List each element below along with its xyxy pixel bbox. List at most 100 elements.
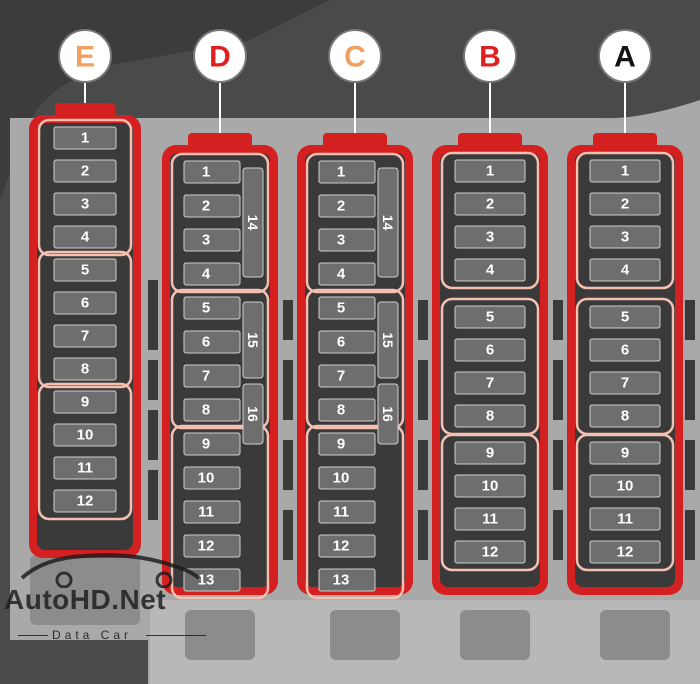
fuse-slot — [589, 338, 661, 362]
fuse-label: 1 — [486, 163, 494, 180]
fuse-label: 9 — [337, 436, 345, 453]
fuse-label: 6 — [337, 334, 345, 351]
fuse-slot — [318, 568, 376, 592]
fuse-label: 5 — [621, 309, 629, 326]
watermark-title: AutoHD.Net — [4, 584, 167, 615]
side-fuse-slot — [377, 383, 399, 445]
callout-letter: E — [75, 41, 95, 74]
fuse-label: 10 — [333, 470, 350, 487]
fuse-slot — [318, 364, 376, 388]
fuse-slot — [318, 160, 376, 184]
panel-slot — [283, 300, 293, 340]
fuse-columns: E123456789101112D12345678910111213141516… — [29, 29, 683, 600]
panel-slot — [148, 410, 158, 460]
fuse-label: 3 — [486, 229, 494, 246]
fuse-label: 12 — [617, 544, 634, 561]
fuse-label: 12 — [482, 544, 499, 561]
fuse-group-outline — [170, 152, 270, 294]
callout-badge — [58, 29, 112, 83]
fuse-slot — [454, 507, 526, 531]
fuse-slot — [183, 432, 241, 456]
fuse-slot — [454, 225, 526, 249]
fuse-slot — [454, 441, 526, 465]
fuse-label: 7 — [202, 368, 210, 385]
fuse-slot — [454, 192, 526, 216]
callout-badge — [598, 29, 652, 83]
fuse-slot — [183, 398, 241, 422]
fuse-slot — [454, 404, 526, 428]
fuse-group-outline — [440, 151, 540, 290]
callout-letter: B — [479, 41, 501, 74]
panel-slot — [418, 360, 428, 420]
side-fuse-label: 15 — [245, 332, 261, 348]
callout-badge — [193, 29, 247, 83]
side-fuse-slot — [242, 301, 264, 379]
side-fuse-label: 16 — [380, 406, 396, 422]
fuse-label: 4 — [486, 262, 495, 279]
panel-slot — [283, 440, 293, 490]
fuse-slot — [183, 262, 241, 286]
fuse-slot — [454, 305, 526, 329]
fuse-label: 12 — [333, 538, 350, 555]
fuse-label: 7 — [81, 328, 89, 345]
panel-slot — [283, 510, 293, 560]
panel-slot — [553, 360, 563, 420]
fuse-slot — [183, 296, 241, 320]
fuse-label: 2 — [486, 196, 494, 213]
side-fuse-label: 16 — [245, 406, 261, 422]
fuse-label: 4 — [202, 266, 211, 283]
fuse-slot — [183, 466, 241, 490]
fuse-slot — [589, 404, 661, 428]
fuse-label: 3 — [202, 232, 210, 249]
fuse-slot — [318, 398, 376, 422]
panel-slot — [148, 280, 158, 350]
callout-letter: C — [344, 41, 366, 74]
fuse-slot — [53, 192, 117, 216]
fuse-slot — [53, 225, 117, 249]
panel-bracket — [30, 555, 140, 625]
fuse-slot — [183, 330, 241, 354]
panel-slot — [418, 510, 428, 560]
fuse-label: 13 — [198, 572, 215, 589]
fuse-slot — [53, 456, 117, 480]
fuse-slot — [318, 500, 376, 524]
panel-slot — [553, 440, 563, 490]
fuse-slot — [589, 305, 661, 329]
fuse-slot — [589, 159, 661, 183]
fuse-label: 6 — [621, 342, 629, 359]
side-fuse-slot — [242, 383, 264, 445]
fuse-slot — [589, 441, 661, 465]
fuse-slot — [53, 159, 117, 183]
fuse-group-outline — [37, 382, 133, 521]
fuse-group-outline — [440, 433, 540, 572]
fuse-slot — [53, 489, 117, 513]
fuse-label: 11 — [617, 511, 633, 528]
fuse-slot — [53, 357, 117, 381]
fuse-slot — [53, 258, 117, 282]
fuse-group-outline — [575, 151, 675, 290]
fuse-slot — [454, 540, 526, 564]
fuse-label: 11 — [333, 504, 349, 521]
fuse-slot — [53, 324, 117, 348]
watermark-subtitle: Data Car — [52, 628, 133, 642]
fuse-label: 3 — [621, 229, 629, 246]
panel-slot — [553, 300, 563, 340]
fuse-label: 7 — [621, 375, 629, 392]
fuse-label: 4 — [337, 266, 346, 283]
fuse-label: 8 — [621, 408, 629, 425]
callout-badge — [463, 29, 517, 83]
panel-slot — [685, 360, 695, 420]
fuse-label: 11 — [77, 460, 93, 477]
side-fuse-slot — [377, 167, 399, 278]
fuse-label: 9 — [81, 394, 89, 411]
fuse-slot — [589, 192, 661, 216]
watermark-logo: AutoHD.Net Data Car — [4, 553, 244, 678]
fuse-label: 12 — [198, 538, 215, 555]
fuse-group-outline — [575, 433, 675, 572]
panel-bracket — [185, 610, 255, 660]
fuse-label: 11 — [198, 504, 214, 521]
